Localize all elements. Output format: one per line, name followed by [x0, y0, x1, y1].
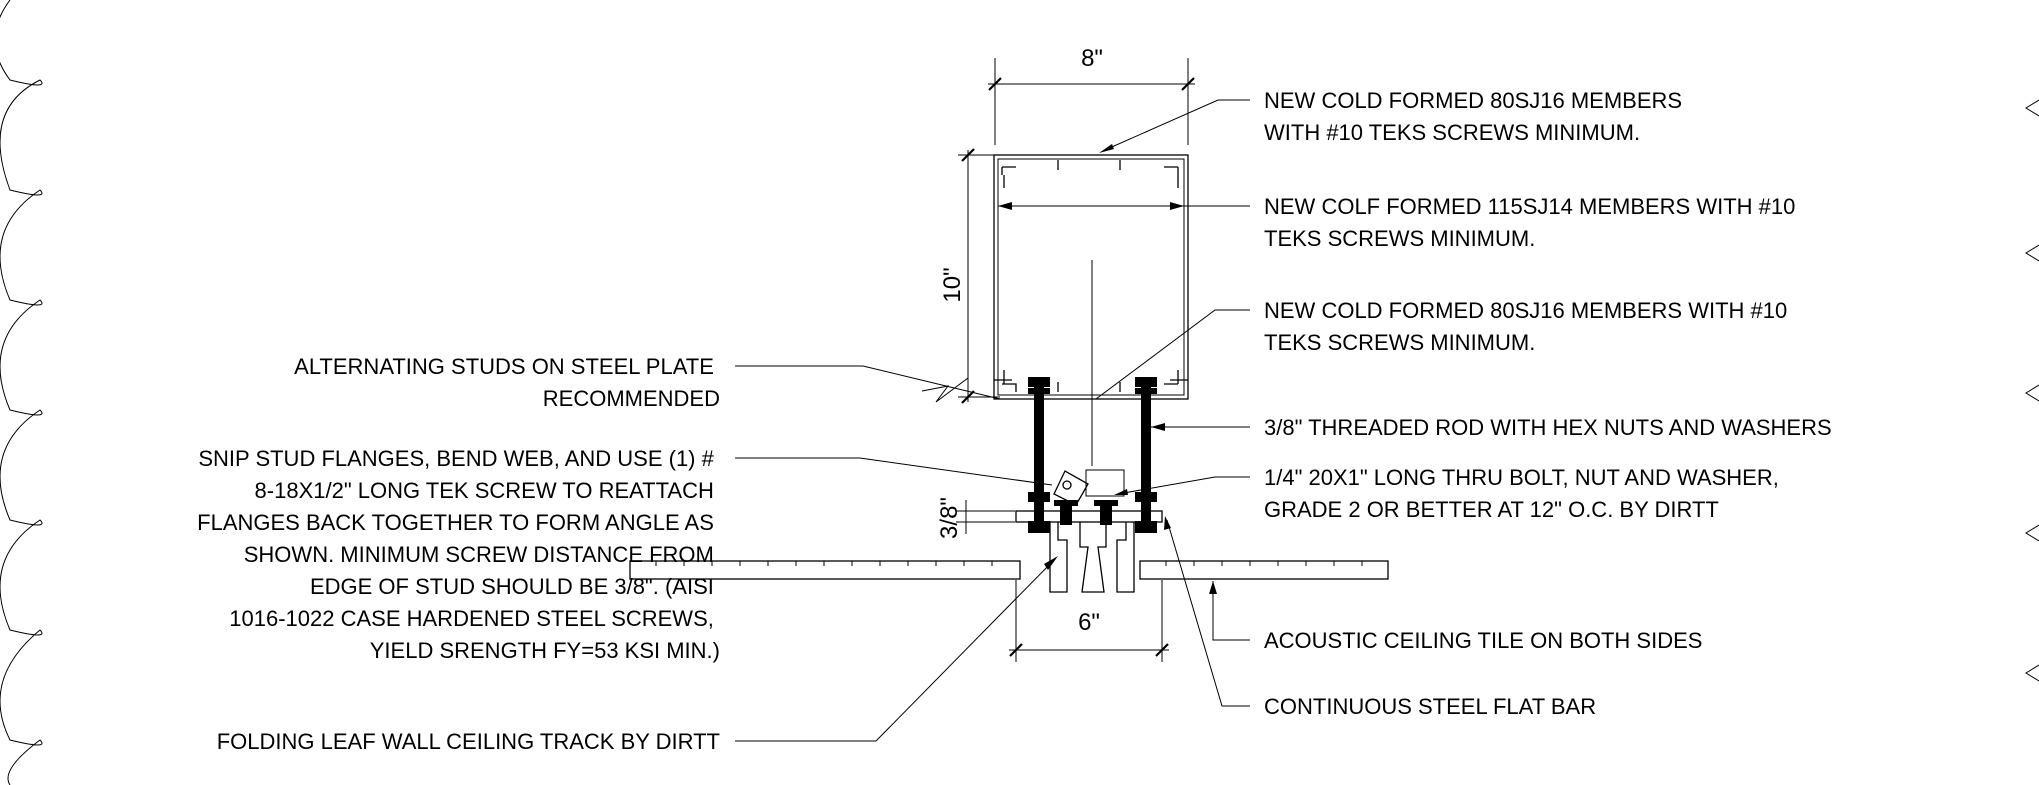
threaded-rod-left: [1028, 377, 1050, 533]
leader-lines: [735, 99, 1250, 742]
dimension-bottom-width: 6": [1009, 580, 1169, 662]
dimension-plate-thickness-label: 3/8": [936, 497, 963, 539]
note-alternating-studs: ALTERNATING STUDS ON STEEL PLATE RECOMME…: [294, 354, 720, 411]
note-thru-bolt: 1/4" 20X1" LONG THRU BOLT, NUT AND WASHE…: [1264, 465, 1785, 522]
note-bottom-members: NEW COLD FORMED 80SJ16 MEMBERS WITH #10 …: [1264, 298, 1793, 355]
note-side-members: NEW COLF FORMED 115SJ14 MEMBERS WITH #10…: [1264, 194, 1802, 251]
dimension-plate-thickness: 3/8": [936, 497, 1015, 539]
dimension-height: 10": [939, 148, 1000, 404]
note-top-members: NEW COLD FORMED 80SJ16 MEMBERS WITH #10 …: [1264, 88, 1688, 145]
ceiling-track: [1049, 522, 1135, 593]
acoustic-ceiling-tile-left: [629, 560, 1021, 580]
dimension-height-label: 10": [939, 267, 966, 302]
note-acoustic-tile: ACOUSTIC CEILING TILE ON BOTH SIDES: [1264, 628, 1702, 653]
note-threaded-rod: 3/8" THREADED ROD WITH HEX NUTS AND WASH…: [1264, 415, 1832, 440]
threaded-rod-right: [1135, 377, 1157, 533]
angle-clip: [1053, 469, 1125, 525]
revision-cloud-right: [2025, 99, 2039, 682]
note-snip-stud-flanges: SNIP STUD FLANGES, BEND WEB, AND USE (1)…: [197, 446, 720, 663]
revision-cloud-left: [0, 0, 43, 785]
dimension-top-width: 8": [988, 45, 1195, 145]
box-beam: [993, 154, 1189, 466]
note-flat-bar: CONTINUOUS STEEL FLAT BAR: [1264, 694, 1596, 719]
dimension-top-width-label: 8": [1081, 45, 1103, 72]
acoustic-ceiling-tile-right: [1139, 560, 1389, 580]
steel-flat-bar: [1015, 510, 1163, 523]
note-ceiling-track: FOLDING LEAF WALL CEILING TRACK BY DIRTT: [217, 729, 720, 754]
dimension-bottom-width-label: 6": [1078, 609, 1100, 636]
